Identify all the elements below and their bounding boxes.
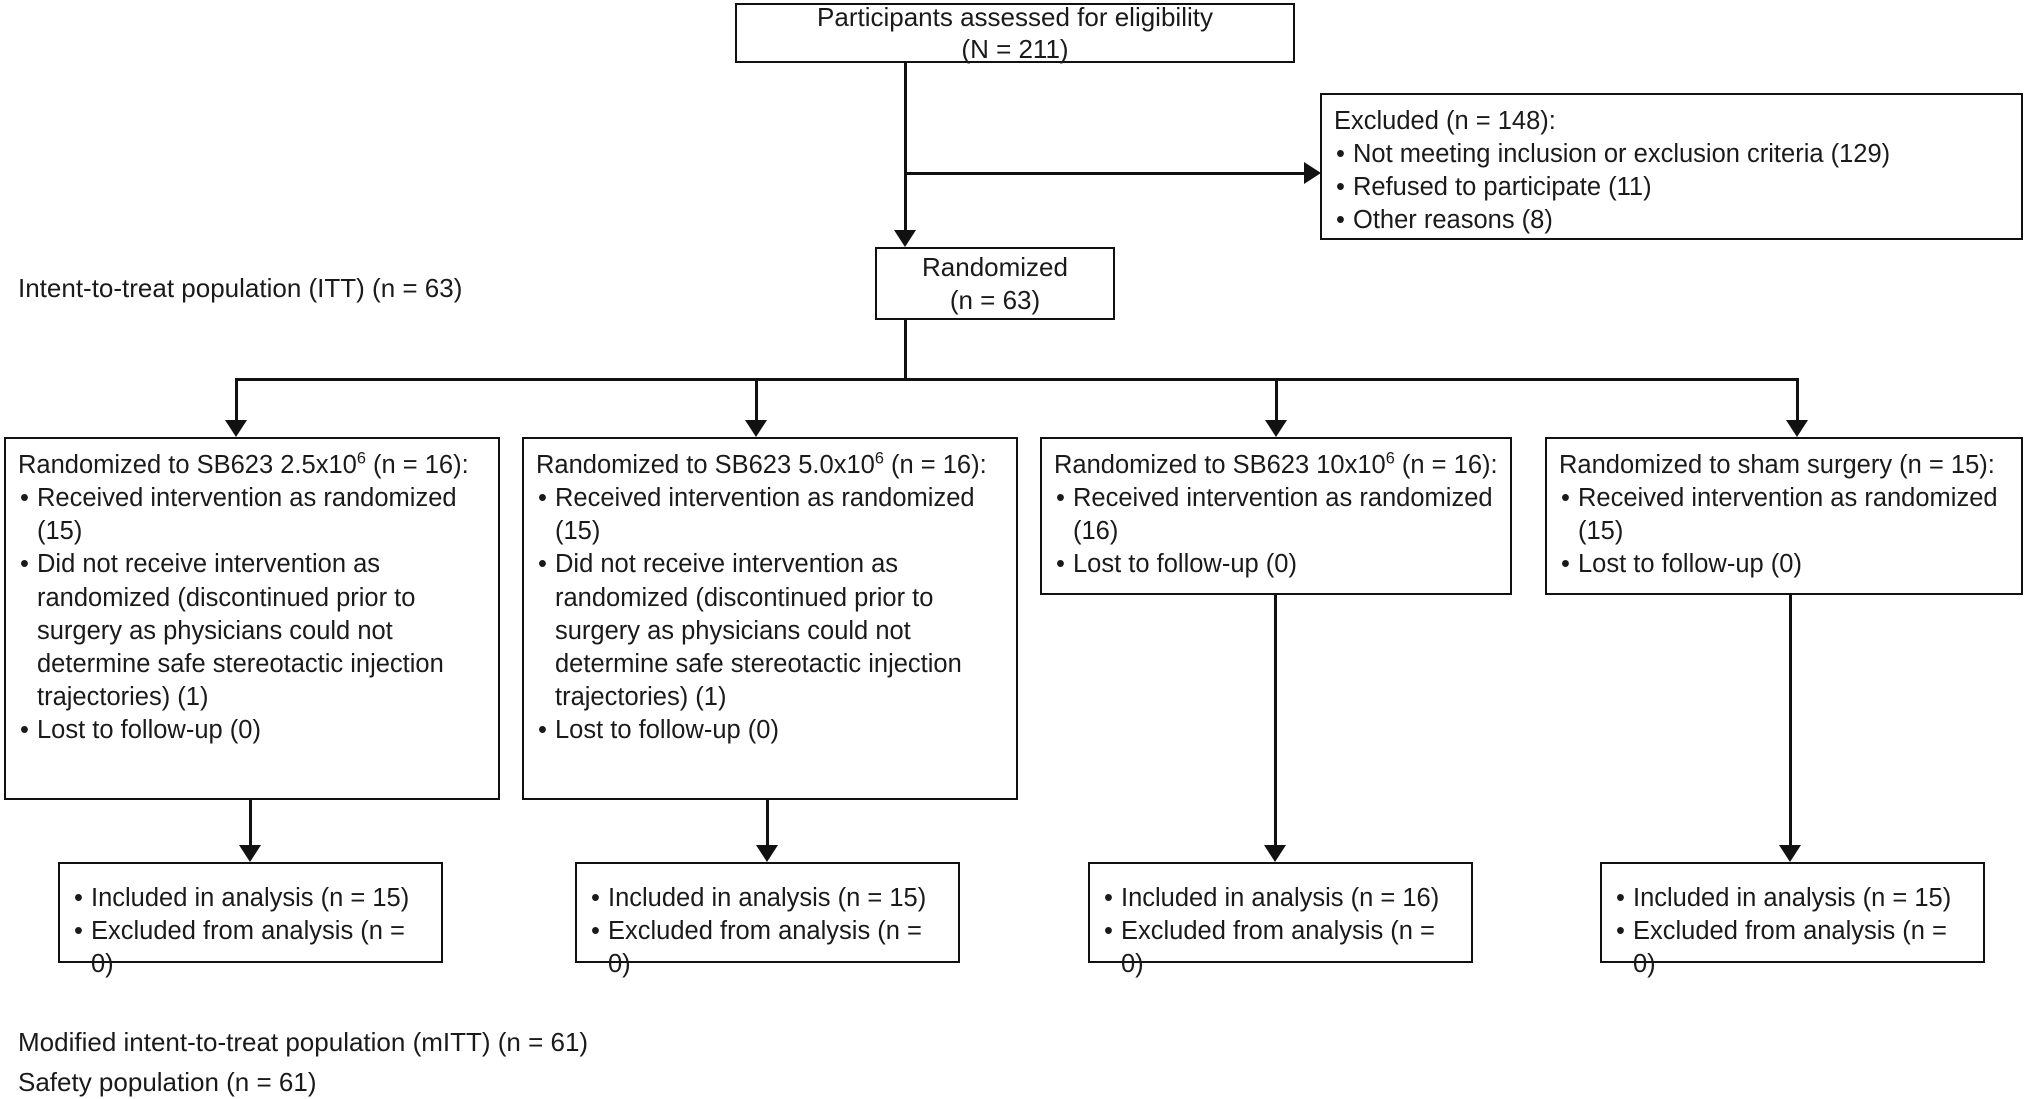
exponent: 6 xyxy=(1385,449,1395,468)
safety-population-label: Safety population (n = 61) xyxy=(18,1067,317,1097)
list-item: Received intervention as randomized (15) xyxy=(18,482,486,548)
allocation-header-text: Randomized to SB623 5.0x10 xyxy=(536,451,875,479)
connector-randomized-stem xyxy=(904,320,907,378)
allocation-header-arm-2: Randomized to SB623 5.0x106 (n = 16): xyxy=(536,449,1004,482)
itt-population-label: Intent-to-treat population (ITT) (n = 63… xyxy=(18,273,463,303)
allocation-header-arm-3: Randomized to SB623 10x106 (n = 16): xyxy=(1054,449,1498,482)
connector-drop-arm-4 xyxy=(1796,378,1799,420)
allocation-box-arm-3: Randomized to SB623 10x106 (n = 16): Rec… xyxy=(1040,437,1512,595)
list-item: Lost to follow-up (0) xyxy=(1559,548,2009,581)
connector-to-excluded xyxy=(904,172,1304,175)
connector-drop-arm-2 xyxy=(755,378,758,420)
connector-arm-2-to-analysis xyxy=(766,800,769,845)
allocation-box-arm-1: Randomized to SB623 2.5x106 (n = 16): Re… xyxy=(4,437,500,800)
excluded-box: Excluded (n = 148): Not meeting inclusio… xyxy=(1320,93,2023,240)
connector-arm-1-to-analysis xyxy=(249,800,252,845)
list-item: Did not receive intervention as randomiz… xyxy=(18,548,486,714)
list-item: Refused to participate (11) xyxy=(1334,171,2009,204)
list-item: Not meeting inclusion or exclusion crite… xyxy=(1334,138,2009,171)
arrowhead-analysis-4 xyxy=(1779,845,1801,862)
excluded-reason-list: Not meeting inclusion or exclusion crite… xyxy=(1334,138,2009,238)
analysis-list-arm-1: Included in analysis (n = 15) Excluded f… xyxy=(72,882,429,981)
list-item: Included in analysis (n = 15) xyxy=(1614,882,1971,915)
arrowhead-analysis-3 xyxy=(1264,845,1286,862)
allocation-box-arm-4: Randomized to sham surgery (n = 15): Rec… xyxy=(1545,437,2023,595)
allocation-header-suffix: (n = 16): xyxy=(883,451,987,479)
mitt-population-label: Modified intent-to-treat population (mIT… xyxy=(18,1027,589,1057)
randomized-line-2: (n = 63) xyxy=(949,284,1041,315)
arrowhead-analysis-2 xyxy=(756,845,778,862)
arrowhead-arm-1 xyxy=(225,420,247,437)
allocation-header-suffix: (n = 16): xyxy=(365,451,469,479)
arrowhead-arm-3 xyxy=(1265,420,1287,437)
allocation-list-arm-1: Received intervention as randomized (15)… xyxy=(18,482,486,747)
allocation-box-arm-2: Randomized to SB623 5.0x106 (n = 16): Re… xyxy=(522,437,1018,800)
list-item: Other reasons (8) xyxy=(1334,204,2009,237)
connector-drop-arm-3 xyxy=(1275,378,1278,420)
exponent: 6 xyxy=(356,449,366,468)
arrowhead-to-randomized xyxy=(894,230,916,247)
analysis-list-arm-2: Included in analysis (n = 15) Excluded f… xyxy=(589,882,946,981)
allocation-header-suffix: (n = 16): xyxy=(1394,451,1498,479)
list-item: Received intervention as randomized (16) xyxy=(1054,482,1498,548)
list-item: Excluded from analysis (n = 0) xyxy=(1102,915,1459,981)
randomized-box: Randomized (n = 63) xyxy=(875,247,1115,320)
allocation-list-arm-4: Received intervention as randomized (15)… xyxy=(1559,482,2009,582)
excluded-header: Excluded (n = 148): xyxy=(1334,107,1556,135)
connector-arm-3-to-analysis xyxy=(1274,595,1277,845)
connector-assessed-to-randomized xyxy=(904,63,907,230)
list-item: Did not receive intervention as randomiz… xyxy=(536,548,1004,714)
exponent: 6 xyxy=(874,449,884,468)
allocation-list-arm-2: Received intervention as randomized (15)… xyxy=(536,482,1004,747)
list-item: Included in analysis (n = 15) xyxy=(589,882,946,915)
list-item: Lost to follow-up (0) xyxy=(1054,548,1498,581)
allocation-list-arm-3: Received intervention as randomized (16)… xyxy=(1054,482,1498,582)
list-item: Excluded from analysis (n = 0) xyxy=(589,915,946,981)
allocation-header-arm-1: Randomized to SB623 2.5x106 (n = 16): xyxy=(18,449,486,482)
list-item: Received intervention as randomized (15) xyxy=(536,482,1004,548)
analysis-list-arm-3: Included in analysis (n = 16) Excluded f… xyxy=(1102,882,1459,981)
analysis-list-arm-4: Included in analysis (n = 15) Excluded f… xyxy=(1614,882,1971,981)
list-item: Lost to follow-up (0) xyxy=(536,714,1004,747)
connector-allocation-bus xyxy=(235,378,1797,381)
allocation-header-arm-4: Randomized to sham surgery (n = 15): xyxy=(1559,449,2009,482)
connector-arm-4-to-analysis xyxy=(1789,595,1792,845)
analysis-box-arm-1: Included in analysis (n = 15) Excluded f… xyxy=(58,862,443,978)
connector-drop-arm-1 xyxy=(235,378,238,420)
assessed-for-eligibility-box: Participants assessed for eligibility (N… xyxy=(735,1,1295,64)
list-item: Included in analysis (n = 15) xyxy=(72,882,429,915)
assessed-line-1: Participants assessed for eligibility xyxy=(817,1,1213,32)
list-item: Excluded from analysis (n = 0) xyxy=(72,915,429,981)
list-item: Lost to follow-up (0) xyxy=(18,714,486,747)
allocation-header-text: Randomized to SB623 10x10 xyxy=(1054,451,1386,479)
list-item: Received intervention as randomized (15) xyxy=(1559,482,2009,548)
randomized-line-1: Randomized xyxy=(922,252,1068,282)
arrowhead-analysis-1 xyxy=(239,845,261,862)
list-item: Included in analysis (n = 16) xyxy=(1102,882,1459,915)
analysis-box-arm-2: Included in analysis (n = 15) Excluded f… xyxy=(575,862,960,978)
assessed-line-2: (N = 211) xyxy=(961,34,1069,64)
arrowhead-to-excluded xyxy=(1304,162,1321,184)
arrowhead-arm-2 xyxy=(745,420,767,437)
allocation-header-text: Randomized to SB623 2.5x10 xyxy=(18,451,357,479)
list-item: Excluded from analysis (n = 0) xyxy=(1614,915,1971,981)
analysis-box-arm-4: Included in analysis (n = 15) Excluded f… xyxy=(1600,862,1985,978)
allocation-header-text: Randomized to sham surgery (n = 15): xyxy=(1559,451,1995,479)
analysis-box-arm-3: Included in analysis (n = 16) Excluded f… xyxy=(1088,862,1473,978)
arrowhead-arm-4 xyxy=(1786,420,1808,437)
